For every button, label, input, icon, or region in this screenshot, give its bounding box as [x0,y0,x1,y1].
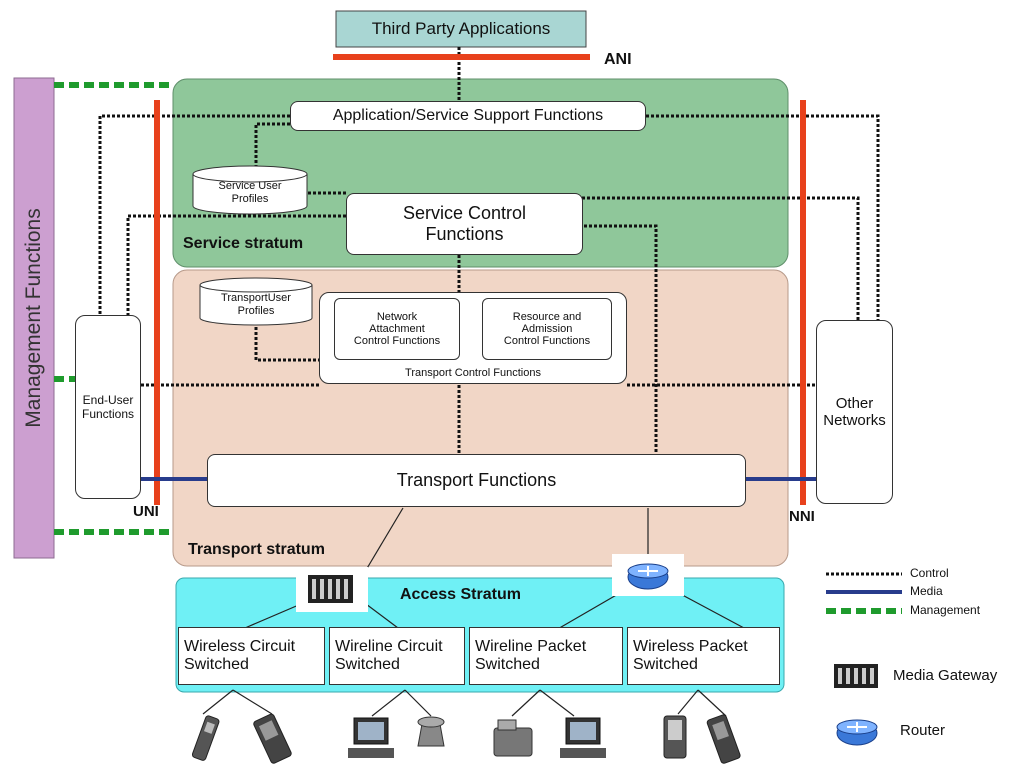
legend-media-label: Media [910,584,943,598]
service-control-functions: Service Control Functions [346,193,583,255]
handheld-icon [706,714,741,764]
transport-functions: Transport Functions [207,454,746,507]
transport-user-profiles-cylinder [199,277,313,326]
handheld-icon [253,713,292,764]
management-lines [54,82,172,535]
transport-user-profiles-label: TransportUser Profiles [221,292,291,317]
legend-lines [826,572,902,614]
transport-functions-label: Transport Functions [396,470,557,490]
access-box-label: Wireless Packet Switched [633,638,748,673]
access-box-label: Wireline Circuit Switched [335,638,443,673]
service-user-profiles-label: Service User Profiles [218,180,282,205]
network-attachment-control-functions: Network Attachment Control Functions [334,298,460,360]
third-party-box [335,10,587,48]
access-box-wireline-packet: Wireline Packet Switched [469,627,623,685]
uni-label: UNI [133,503,159,520]
other-networks: Other Networks [816,320,893,504]
access-box-wireless-circuit: Wireless Circuit Switched [178,627,325,685]
app-support-label: Application/Service Support Functions [332,107,604,124]
legend-management-label: Management [910,603,981,617]
access-box-wireless-packet: Wireless Packet Switched [627,627,780,685]
router-icon [612,554,684,596]
interface-lines [154,54,806,505]
nni-label: NNI [789,508,815,525]
end-user-functions: End-User Functions [75,315,141,499]
access-box-label: Wireline Packet Switched [475,638,587,673]
pda-icon [663,715,687,759]
transport-stratum-label: Transport stratum [188,541,325,558]
racf-label: Resource and Admission Control Functions [503,311,591,347]
mobile-phone-icon [191,715,220,761]
legend-router-icon [836,719,878,746]
end-user-label: End-User Functions [81,393,135,421]
management-functions-bar [13,77,55,559]
fax-icon [493,719,533,757]
nacf-label: Network Attachment Control Functions [353,311,441,347]
legend-media-gateway-icon [834,664,878,688]
access-stratum-label: Access Stratum [400,586,521,603]
service-control-label: Service Control Functions [402,203,527,244]
service-stratum-label: Service stratum [183,235,304,252]
third-party-applications-label: Third Party Applications [371,19,551,39]
telephone-icon [417,716,445,747]
access-box-label: Wireless Circuit Switched [184,638,296,673]
legend-router-label: Router [900,722,946,739]
management-functions-label: Management Functions [21,208,45,428]
application-service-support-functions: Application/Service Support Functions [290,101,646,131]
media-gateway-icon [296,567,368,612]
legend-control-label: Control [910,566,949,580]
resource-admission-control-functions: Resource and Admission Control Functions [482,298,612,360]
tcf-label: Transport Control Functions [405,367,541,379]
legend-media-gateway-label: Media Gateway [893,667,998,684]
access-box-wireline-circuit: Wireline Circuit Switched [329,627,465,685]
other-networks-label: Other Networks [823,395,886,429]
desktop-computer-icon [560,717,606,758]
ani-label: ANI [604,51,632,68]
desktop-computer-icon [348,717,394,758]
service-user-profiles-cylinder [192,165,308,215]
